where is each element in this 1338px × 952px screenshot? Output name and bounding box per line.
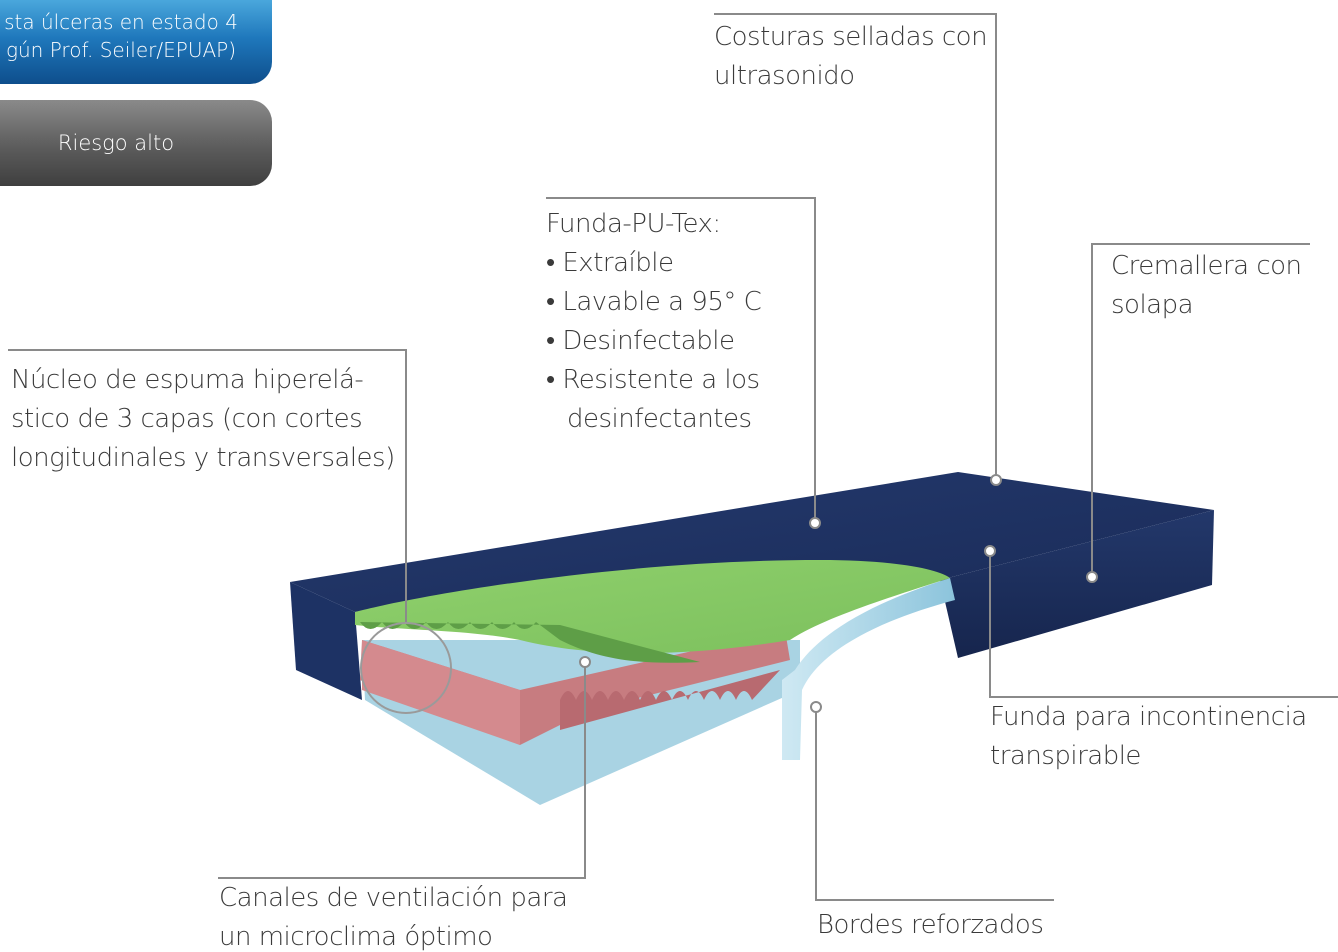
seams-line1: Costuras selladas con — [714, 22, 988, 52]
zipper-marker-dot — [1086, 571, 1098, 583]
cover-marker-dot — [809, 517, 821, 529]
cover-bullet-2: Lavable a 95° C — [546, 283, 761, 322]
incontinence-line1: Funda para incontinencia — [990, 702, 1307, 732]
risk-label: Riesgo alto — [57, 131, 175, 155]
core-line2: stico de 3 capas (con cortes — [11, 404, 363, 434]
cover-bullet-3: Desinfectable — [546, 322, 761, 361]
risk-badge: Riesgo alto — [0, 100, 272, 186]
seams-marker-dot — [990, 474, 1002, 486]
seams-line2: ultrasonido — [714, 61, 855, 91]
cover-bullet-4-continuation: desinfectantes — [567, 404, 752, 434]
channels-line2: un microclima óptimo — [219, 922, 493, 952]
edges-marker-dot — [810, 701, 822, 713]
incontinence-marker-dot — [984, 545, 996, 557]
mattress-right-side — [940, 510, 1214, 658]
leader-incontinence — [989, 551, 1338, 698]
green-foam-layer — [355, 560, 950, 654]
leader-zipper — [1091, 243, 1310, 574]
zipper-line1: Cremallera con — [1111, 251, 1302, 281]
seams-callout: Costuras selladas con ultrasonido — [714, 18, 988, 96]
zipper-callout: Cremallera con solapa — [1111, 247, 1302, 325]
core-highlight-circle — [360, 622, 452, 714]
pink-front-slab — [362, 640, 520, 745]
ulcer-stage-line1: sta úlceras en estado 4 — [4, 10, 238, 34]
ulcer-stage-line2: gún Prof. Seiler/EPUAP) — [6, 38, 236, 62]
edges-line1: Bordes reforzados — [817, 910, 1044, 940]
mattress-left-edge — [290, 582, 362, 700]
incontinence-line2: transpirable — [990, 741, 1141, 771]
cover-title: Funda-PU-Tex: — [546, 209, 721, 239]
cover-bullet-1: Extraíble — [546, 244, 761, 283]
leader-seams — [714, 13, 997, 478]
leader-core — [8, 349, 407, 622]
ventilation-channels — [560, 670, 780, 730]
channels-line1: Canales de ventilación para — [219, 883, 568, 913]
zipper-line2: solapa — [1111, 290, 1194, 320]
cover-callout: Funda-PU-Tex: Extraíble Lavable a 95° C … — [546, 205, 762, 439]
leader-cover — [546, 197, 816, 520]
reinforced-edge — [782, 578, 955, 760]
ulcer-stage-badge: sta úlceras en estado 4 gún Prof. Seiler… — [0, 0, 272, 84]
cover-bullet-4: Resistente a los — [546, 361, 761, 400]
core-callout: Núcleo de espuma hiperelá- stico de 3 ca… — [11, 361, 395, 478]
incontinence-callout: Funda para incontinencia transpirable — [990, 698, 1307, 776]
leader-edges — [815, 707, 1054, 901]
core-line3: longitudinales y transversales) — [11, 443, 395, 473]
leader-channels — [218, 665, 586, 879]
channels-callout: Canales de ventilación para un microclim… — [219, 879, 568, 952]
edges-callout: Bordes reforzados — [817, 906, 1044, 945]
core-line1: Núcleo de espuma hiperelá- — [11, 365, 364, 395]
channels-marker-dot — [579, 656, 591, 668]
green-cut-strips — [360, 622, 700, 663]
mattress-top-surface — [290, 472, 1214, 612]
